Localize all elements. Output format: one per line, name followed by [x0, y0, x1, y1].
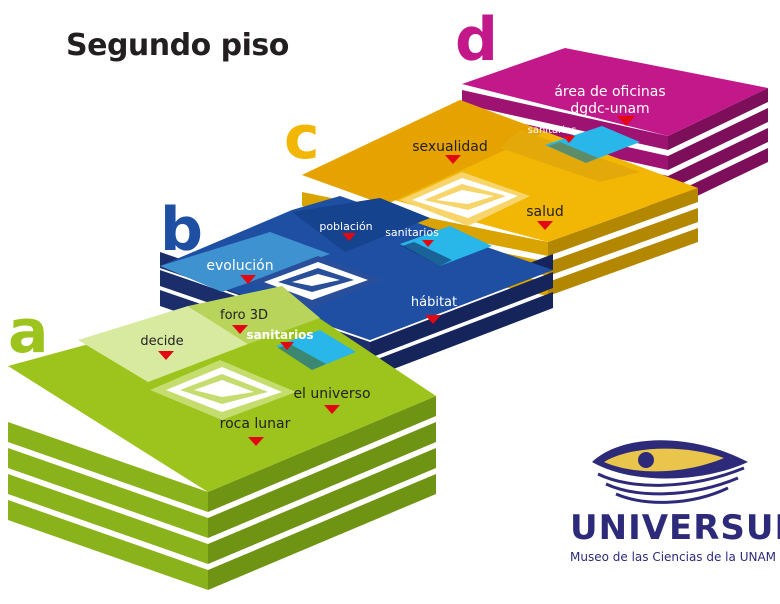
brand-subtitle: Museo de las Ciencias de la UNAM [570, 550, 777, 564]
room-label-sanitarios-c: sanitarios [528, 125, 577, 136]
section-letter-d: d [455, 5, 498, 75]
location-marker-salud[interactable] [537, 221, 553, 230]
room-label-evolucion: evolución [206, 258, 273, 274]
room-label-sanitarios-b: sanitarios [385, 226, 439, 239]
room-label-oficinas-1: área de oficinas [554, 84, 665, 100]
location-marker-foro-3d[interactable] [232, 325, 248, 334]
room-label-sexualidad: sexualidad [412, 139, 488, 155]
location-marker-habitat[interactable] [425, 315, 441, 324]
location-marker-el-universo[interactable] [324, 405, 340, 414]
room-label-salud: salud [526, 204, 564, 220]
location-marker-oficinas[interactable] [617, 116, 635, 126]
room-label-oficinas-2: dgdc-unam [570, 101, 649, 117]
page-title: Segundo piso [66, 28, 289, 63]
section-letter-b: b [160, 195, 203, 265]
room-label-el-universo: el universo [293, 386, 370, 402]
room-label-foro-3d: foro 3D [220, 308, 268, 323]
room-label-decide: decide [140, 334, 183, 349]
block-a [8, 286, 436, 590]
room-label-habitat: hábitat [411, 295, 457, 310]
section-letter-c: c [284, 103, 320, 173]
room-label-sanitarios-a: sanitarios [246, 328, 313, 342]
location-marker-decide[interactable] [158, 351, 174, 360]
universum-eye-logo [592, 440, 748, 504]
location-marker-sexualidad[interactable] [445, 155, 461, 164]
location-marker-roca-lunar[interactable] [248, 437, 264, 446]
location-marker-evolucion[interactable] [240, 275, 256, 284]
location-marker-sanitarios-c[interactable] [563, 136, 575, 143]
room-label-poblacion: población [319, 220, 372, 233]
location-marker-poblacion[interactable] [342, 233, 356, 241]
location-marker-sanitarios-a[interactable] [280, 342, 294, 350]
location-marker-sanitarios-b[interactable] [422, 240, 434, 247]
section-letter-a: a [8, 297, 49, 367]
room-label-roca-lunar: roca lunar [220, 416, 291, 432]
